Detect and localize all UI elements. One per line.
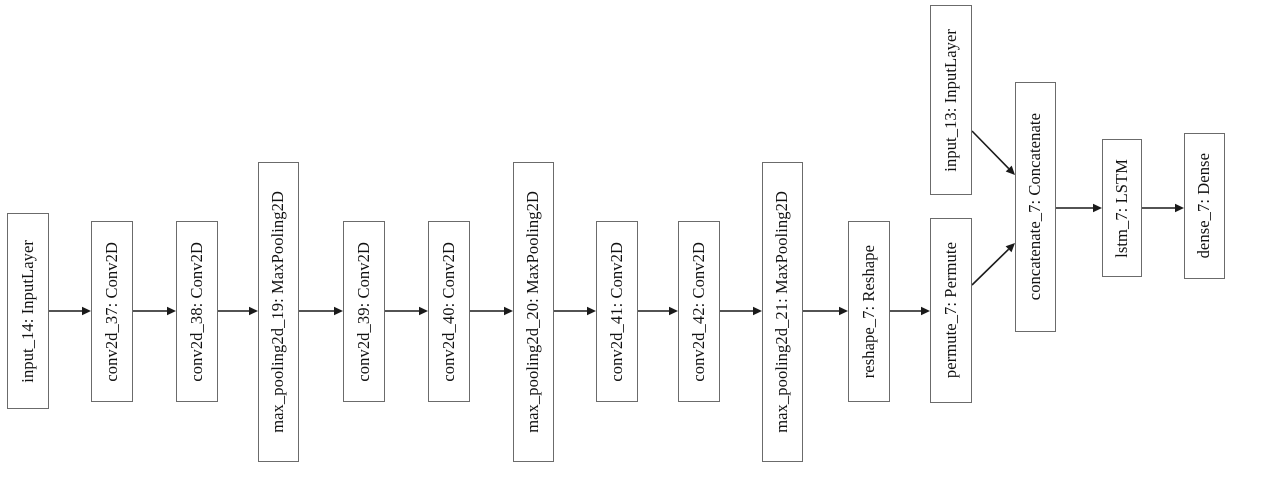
edge-conv2d_42-to-max_pooling2d_21 [720,306,762,316]
edge-conv2d_37-to-conv2d_38 [133,306,176,316]
node-conv2d_41[interactable]: conv2d_41: Conv2D [596,221,638,402]
node-max_pooling2d_20[interactable]: max_pooling2d_20: MaxPooling2D [513,162,554,462]
node-conv2d_40[interactable]: conv2d_40: Conv2D [428,221,470,402]
node-conv2d_39[interactable]: conv2d_39: Conv2D [343,221,385,402]
node-conv2d_37[interactable]: conv2d_37: Conv2D [91,221,133,402]
node-label: input_14: InputLayer [17,239,37,383]
node-label: conv2d_42: Conv2D [688,241,708,382]
node-label: input_13: InputLayer [940,28,960,172]
node-concatenate_7[interactable]: concatenate_7: Concatenate [1015,82,1056,332]
node-input_13[interactable]: input_13: InputLayer [930,5,972,195]
node-label: concatenate_7: Concatenate [1025,113,1045,301]
node-conv2d_42[interactable]: conv2d_42: Conv2D [678,221,720,402]
node-input_14[interactable]: input_14: InputLayer [7,213,49,409]
node-label: conv2d_37: Conv2D [101,241,121,382]
node-label: conv2d_39: Conv2D [353,241,373,382]
node-conv2d_38[interactable]: conv2d_38: Conv2D [176,221,218,402]
node-label: max_pooling2d_19: MaxPooling2D [268,191,288,433]
node-dense_7[interactable]: dense_7: Dense [1184,133,1225,279]
edge-lstm_7-to-dense_7 [1142,203,1184,213]
node-max_pooling2d_21[interactable]: max_pooling2d_21: MaxPooling2D [762,162,803,462]
node-label: conv2d_40: Conv2D [438,241,458,382]
edge-conv2d_40-to-max_pooling2d_20 [470,306,513,316]
edge-conv2d_38-to-max_pooling2d_19 [218,306,258,316]
node-label: dense_7: Dense [1194,153,1214,259]
edge-max_pooling2d_21-to-reshape_7 [803,306,848,316]
node-max_pooling2d_19[interactable]: max_pooling2d_19: MaxPooling2D [258,162,299,462]
edge-conv2d_41-to-conv2d_42 [638,306,678,316]
node-label: max_pooling2d_21: MaxPooling2D [772,191,792,433]
edge-input_13-to-concatenate_7 [971,130,1015,175]
node-permute_7[interactable]: permute_7: Permute [930,218,972,403]
node-label: permute_7: Permute [940,242,960,379]
edge-input_14-to-conv2d_37 [49,306,91,316]
edge-reshape_7-to-permute_7 [890,306,930,316]
node-reshape_7[interactable]: reshape_7: Reshape [848,221,890,402]
edge-max_pooling2d_19-to-conv2d_39 [299,306,343,316]
edge-conv2d_39-to-conv2d_40 [385,306,428,316]
node-label: conv2d_38: Conv2D [186,241,206,382]
edge-concatenate_7-to-lstm_7 [1056,203,1102,213]
node-label: reshape_7: Reshape [858,244,878,379]
node-label: max_pooling2d_20: MaxPooling2D [523,191,543,433]
node-lstm_7[interactable]: lstm_7: LSTM [1102,139,1142,277]
node-label: conv2d_41: Conv2D [606,241,626,382]
edge-permute_7-to-concatenate_7 [971,243,1015,286]
edge-max_pooling2d_20-to-conv2d_41 [554,306,596,316]
node-label: lstm_7: LSTM [1111,158,1131,258]
